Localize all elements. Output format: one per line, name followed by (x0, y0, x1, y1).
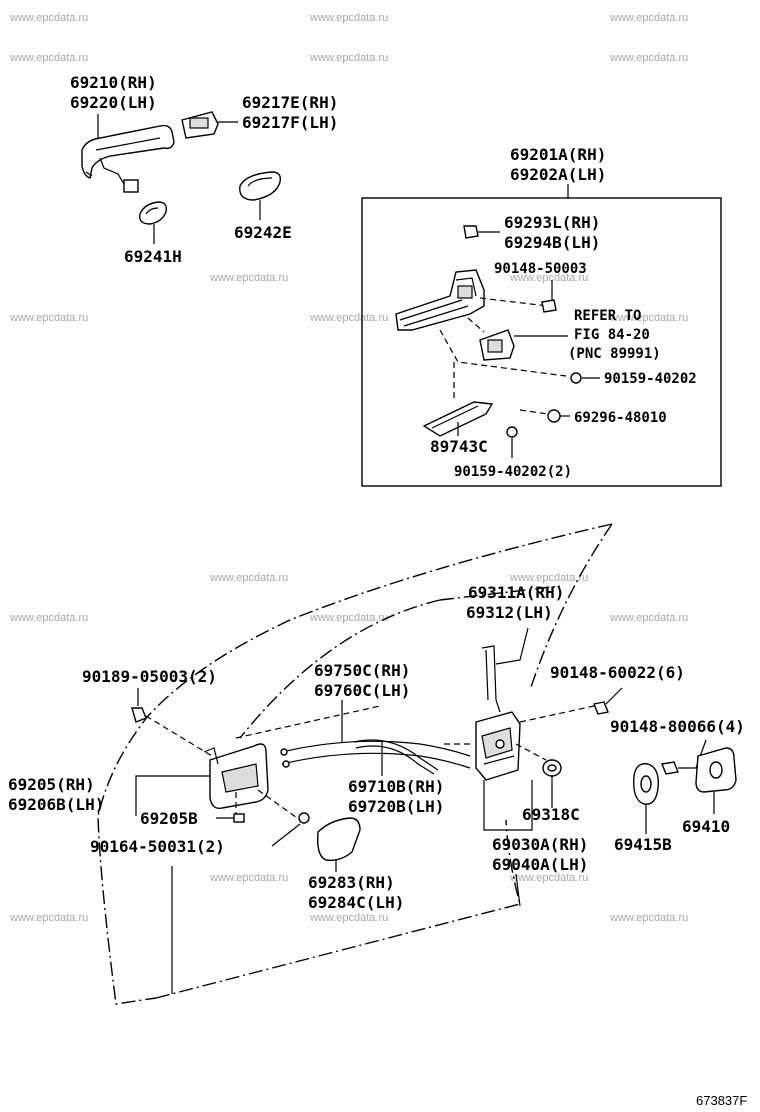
label-69205b: 69205B (140, 809, 198, 828)
remote-rod-drawing (353, 739, 439, 776)
watermark: www.epcdata.ru (509, 572, 588, 584)
watermark: www.epcdata.ru (309, 912, 388, 924)
watermark: www.epcdata.ru (209, 272, 288, 284)
label-69311a: 69311A(RH) (468, 583, 564, 602)
watermark: www.epcdata.ru (209, 872, 288, 884)
label-69241h: 69241H (124, 247, 182, 266)
label-90164-50031: 90164-50031(2) (90, 837, 225, 856)
screw-90189-drawing (131, 688, 147, 723)
watermark: www.epcdata.ru (609, 912, 688, 924)
cables-drawing (235, 700, 471, 769)
refer-to-line-3: (PNC 89991) (568, 346, 661, 362)
label-90159-40202-2: 90159-40202(2) (454, 464, 572, 480)
watermark: www.epcdata.ru (9, 52, 88, 64)
label-90148-80066: 90148-80066(4) (610, 717, 745, 736)
label-69720b: 69720B(LH) (348, 797, 444, 816)
refer-to-line-1: REFER TO (574, 308, 641, 324)
lock-rod-drawing (481, 627, 529, 713)
label-69296-48010: 69296-48010 (574, 410, 667, 426)
label-69710b: 69710B(RH) (348, 777, 444, 796)
washer-69318c-drawing (542, 759, 562, 808)
label-89743c: 89743C (430, 437, 488, 456)
watermark: www.epcdata.ru (209, 572, 288, 584)
label-69030a: 69030A(RH) (492, 835, 588, 854)
watermark: www.epcdata.ru (609, 312, 688, 324)
frame-assembly-drawing (395, 225, 600, 458)
label-69202a: 69202A(LH) (510, 165, 606, 184)
watermark: www.epcdata.ru (309, 612, 388, 624)
label-69217e: 69217E(RH) (242, 93, 338, 112)
screw-90164-drawing (271, 812, 310, 847)
label-69294b: 69294B(LH) (504, 233, 600, 252)
label-90189-05003: 90189-05003(2) (82, 667, 217, 686)
label-69040a: 69040A(LH) (492, 855, 588, 874)
screw-90148-60022-drawing (593, 687, 623, 715)
label-69284c: 69284C(LH) (308, 893, 404, 912)
watermark: www.epcdata.ru (309, 312, 388, 324)
watermark: www.epcdata.ru (9, 612, 88, 624)
inside-handle-drawing (135, 715, 301, 821)
pad-69242e-drawing (239, 171, 282, 220)
door-lock-drawing (440, 705, 595, 831)
illustration-code: 673837F (696, 1093, 747, 1108)
label-69760c: 69760C(LH) (314, 681, 410, 700)
shim-69415b-drawing (633, 763, 659, 834)
handle-cover-drawing (181, 111, 238, 139)
label-69283: 69283(RH) (308, 873, 395, 892)
door-outline-drawing (97, 523, 613, 1005)
label-69201a: 69201A(RH) (510, 145, 606, 164)
label-69293l: 69293L(RH) (504, 213, 600, 232)
watermark: www.epcdata.ru (609, 52, 688, 64)
outside-handle-drawing (81, 114, 175, 193)
label-69206b: 69206B(LH) (8, 795, 104, 814)
label-69415b: 69415B (614, 835, 672, 854)
label-69242e: 69242E (234, 223, 292, 242)
trim-cover-69283-drawing (316, 817, 361, 872)
watermark: www.epcdata.ru (9, 912, 88, 924)
label-69312: 69312(LH) (466, 603, 553, 622)
label-69205: 69205(RH) (8, 775, 95, 794)
watermark: www.epcdata.ru (509, 872, 588, 884)
watermark: www.epcdata.ru (309, 52, 388, 64)
pad-69241h-drawing (139, 201, 168, 244)
striker-69410-drawing (695, 747, 737, 814)
watermarks: www.epcdata.ru www.epcdata.ru www.epcdat… (9, 12, 688, 924)
watermark: www.epcdata.ru (9, 12, 88, 24)
label-69318c: 69318C (522, 805, 580, 824)
label-69410: 69410 (682, 817, 730, 836)
watermark: www.epcdata.ru (509, 272, 588, 284)
assembly-box (361, 197, 722, 487)
screw-90148-80066-drawing (661, 739, 707, 775)
watermark: www.epcdata.ru (9, 312, 88, 324)
watermark: www.epcdata.ru (609, 612, 688, 624)
label-69750c: 69750C(RH) (314, 661, 410, 680)
label-90148-50003: 90148-50003 (494, 261, 587, 277)
refer-to-line-2: FIG 84-20 (574, 327, 650, 343)
label-69210: 69210(RH) (70, 73, 157, 92)
label-90148-60022: 90148-60022(6) (550, 663, 685, 682)
watermark: www.epcdata.ru (609, 12, 688, 24)
label-90159-40202: 90159-40202 (604, 371, 697, 387)
label-69220: 69220(LH) (70, 93, 157, 112)
clip-69205b-drawing (216, 813, 245, 823)
watermark: www.epcdata.ru (309, 12, 388, 24)
label-69217f: 69217F(LH) (242, 113, 338, 132)
